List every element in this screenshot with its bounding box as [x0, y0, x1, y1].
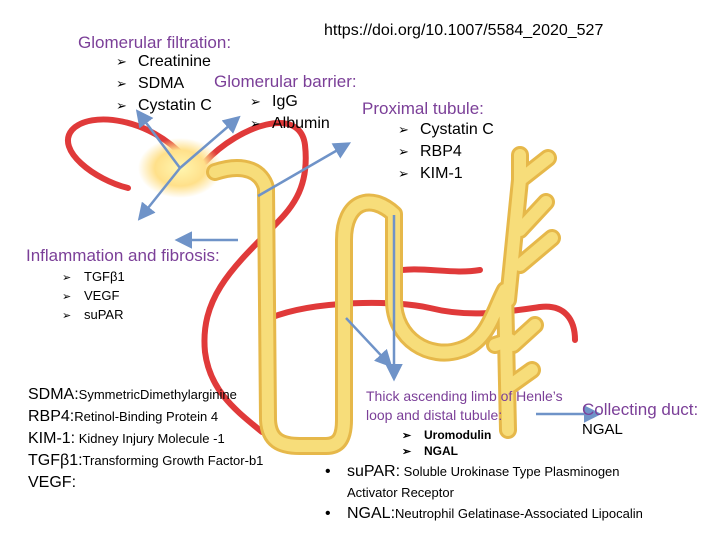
- list-item: ➢KIM-1: [398, 165, 463, 182]
- chevron-right-icon: ➢: [116, 54, 127, 69]
- abbreviation-row: RBP4:Retinol-Binding Protein 4: [28, 408, 219, 425]
- chevron-right-icon: ➢: [250, 94, 261, 109]
- list-item: ➢Creatinine: [116, 53, 211, 70]
- list-item: ➢Uromodulin: [402, 428, 492, 442]
- bullet-icon: •: [325, 505, 331, 522]
- list-item: ➢SDMA: [116, 75, 185, 92]
- abbreviation-row: VEGF:: [28, 474, 77, 491]
- collecting-duct-heading: Collecting duct:: [582, 400, 699, 419]
- note-suPAR-continued: Activator Receptor: [347, 485, 454, 500]
- list-item: ➢IgG: [250, 93, 298, 110]
- chevron-right-icon: ➢: [398, 122, 409, 137]
- list-item: ➢RBP4: [398, 143, 462, 160]
- chevron-right-icon: ➢: [402, 446, 412, 458]
- abbreviation-row: SDMA:SymmetricDimethylarginine: [28, 386, 237, 403]
- chevron-right-icon: ➢: [116, 76, 127, 91]
- chevron-right-icon: ➢: [62, 272, 72, 284]
- tubules: [206, 146, 561, 455]
- glomerular-barrier-heading: Glomerular barrier:: [214, 72, 357, 91]
- thick-ascending-heading-line2: loop and distal tubule:: [366, 407, 503, 423]
- note-NGAL: •NGAL:Neutrophil Gelatinase-Associated L…: [325, 505, 643, 522]
- collecting-duct-item: NGAL: [582, 421, 623, 438]
- chevron-right-icon: ➢: [250, 116, 261, 131]
- list-item: ➢VEGF: [62, 288, 120, 303]
- chevron-right-icon: ➢: [116, 98, 127, 113]
- glomerular-filtration-heading: Glomerular filtration:: [78, 33, 232, 52]
- chevron-right-icon: ➢: [62, 291, 72, 303]
- list-item: ➢Albumin: [250, 115, 330, 132]
- inflammation-heading: Inflammation and fibrosis:: [26, 246, 220, 265]
- bullet-icon: •: [325, 463, 331, 480]
- list-item: ➢NGAL: [402, 444, 458, 458]
- chevron-right-icon: ➢: [398, 166, 409, 181]
- arrows: [135, 109, 602, 423]
- chevron-right-icon: ➢: [398, 144, 409, 159]
- list-item: ➢Cystatin C: [398, 121, 494, 138]
- abbreviation-row: TGFβ1:Transforming Growth Factor-b1: [28, 452, 264, 469]
- list-item: ➢Cystatin C: [116, 97, 212, 114]
- proximal-tubule-heading: Proximal tubule:: [362, 99, 484, 118]
- note-suPAR: •suPAR: Soluble Urokinase Type Plasminog…: [325, 463, 620, 480]
- list-item: ➢TGFβ1: [62, 269, 125, 284]
- chevron-right-icon: ➢: [62, 310, 72, 322]
- doi-text: https://doi.org/10.1007/5584_2020_527: [324, 22, 604, 39]
- chevron-right-icon: ➢: [402, 430, 412, 442]
- thick-ascending-heading-line1: Thick ascending limb of Henle’s: [366, 388, 563, 404]
- abbreviation-row: KIM-1: Kidney Injury Molecule -1: [28, 430, 225, 447]
- list-item: ➢suPAR: [62, 307, 124, 322]
